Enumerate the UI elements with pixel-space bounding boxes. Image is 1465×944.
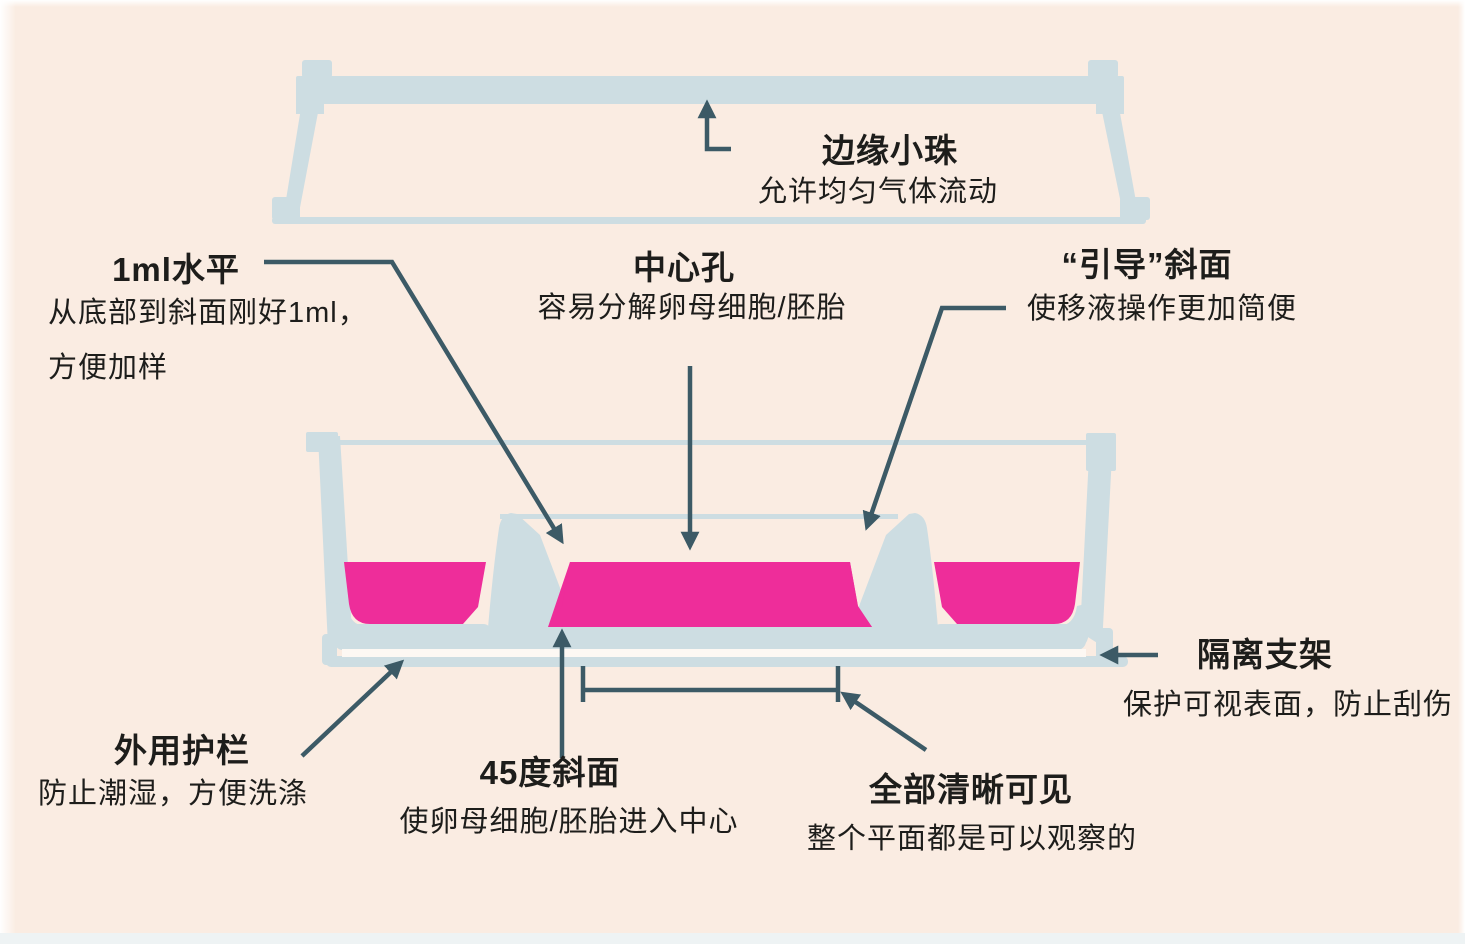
label-center-well-desc: 容易分解卵母细胞/胚胎	[537, 292, 847, 324]
page-edge-bottom	[0, 933, 1465, 944]
label-isolation-stand-desc: 保护可视表面，防止刮伤	[1122, 689, 1454, 721]
label-guide-slope-desc: 使移液操作更加简便	[1026, 293, 1298, 325]
center-well-floor	[548, 626, 868, 653]
label-edge-beads-title: 边缘小珠	[822, 132, 958, 169]
medium-right-moat	[934, 562, 1080, 624]
label-fully-visible-title: 全部清晰可见	[869, 771, 1073, 808]
lid-bead-right	[1088, 60, 1118, 78]
base-gap-stripe	[342, 649, 1086, 657]
label-outer-rail-desc: 防止潮湿，方便洗涤	[37, 778, 309, 810]
center-well-rim-line	[500, 514, 898, 519]
label-outer-rail-title: 外用护栏	[114, 732, 250, 769]
lid-wall-left	[283, 102, 320, 218]
isolation-base-plate	[326, 656, 1128, 667]
label-guide-slope-title: “引导”斜面	[1061, 246, 1233, 283]
outer-wall-right	[1080, 436, 1113, 646]
label-center-well-title: 中心孔	[633, 249, 735, 286]
label-1ml-level-desc-2: 方便加样	[48, 352, 169, 384]
arrow-fully-visible	[840, 691, 928, 752]
page-edge-left	[0, 0, 16, 944]
leader-1ml-level	[264, 259, 564, 545]
label-1ml-level-desc-1: 从底部到斜面刚好1ml，	[48, 297, 368, 329]
outer-rim-line	[330, 440, 1092, 445]
culture-dish	[306, 432, 1128, 667]
lid-bottom-rim	[272, 217, 1146, 224]
divider-right	[846, 513, 940, 652]
label-45-slope-desc: 使卵母细胞/胚胎进入中心	[399, 806, 739, 838]
label-fully-visible-desc: 整个平面都是可以观察的	[806, 823, 1138, 855]
lid-bead-left	[302, 60, 332, 78]
annotation-arrows	[264, 99, 1158, 758]
visible-span-bracket	[580, 666, 841, 702]
medium-center-well-fill	[548, 562, 872, 627]
dish-lid	[272, 60, 1150, 224]
arrow-outer-rail	[300, 659, 405, 758]
label-45-slope-title: 45度斜面	[479, 754, 621, 791]
page-edge-top	[0, 0, 1465, 7]
label-1ml-level-title: 1ml水平	[112, 251, 240, 288]
lid-wall-right	[1100, 102, 1139, 218]
medium-left-moat	[344, 562, 486, 624]
arrow-edge-beads	[697, 99, 731, 152]
label-isolation-stand-title: 隔离支架	[1197, 636, 1333, 673]
page-edge-right	[1458, 0, 1465, 944]
label-edge-beads-desc: 允许均匀气体流动	[757, 176, 999, 208]
outer-wall-left	[318, 436, 352, 646]
leader-guide-slope	[862, 305, 1006, 531]
lid-top	[296, 76, 1124, 104]
